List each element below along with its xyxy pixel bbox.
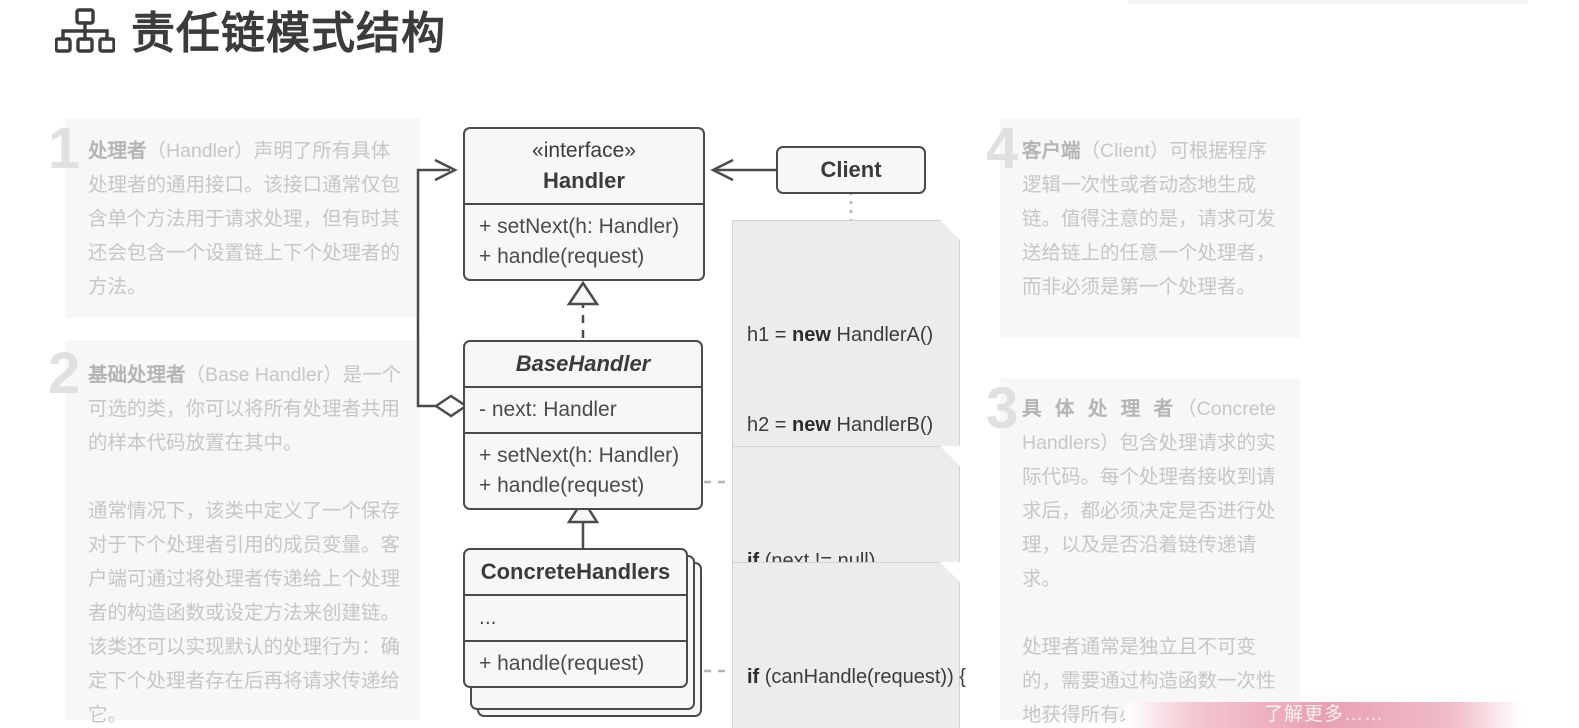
- note-text-1: 处理者（Handler）声明了所有具体处理者的通用接口。该接口通常仅包含单个方法…: [88, 134, 408, 304]
- handler-stereotype: «interface»: [532, 139, 636, 162]
- top-strip-decoration: [1128, 0, 1528, 4]
- note-2-bold: 基础处理者: [88, 364, 186, 386]
- uml-class-client[interactable]: Client: [776, 146, 926, 194]
- uml-class-handler[interactable]: «interface» Handler + setNext(h: Handler…: [463, 127, 705, 281]
- handler-header: «interface» Handler: [465, 129, 703, 203]
- client-header: Client: [778, 148, 924, 192]
- note-1-bold: 处理者: [88, 140, 147, 162]
- note-fold-corner-icon: [940, 220, 960, 240]
- basehandler-name: BaseHandler: [515, 351, 651, 376]
- handler-method-0: + setNext(h: Handler): [479, 215, 680, 238]
- connector-client-to-handler: [710, 158, 776, 182]
- note-panel-4: [1000, 118, 1300, 338]
- note-number-1: 1: [48, 116, 81, 181]
- concretehandlers-name: ConcreteHandlers: [480, 559, 671, 584]
- basehandler-fields: - next: Handler: [465, 386, 701, 432]
- basehandler-method-0: + setNext(h: Handler): [479, 444, 680, 467]
- page-title: 责任链模式结构: [131, 8, 446, 58]
- concretehandlers-methods: + handle(request): [465, 640, 686, 686]
- note-fold-corner-icon: [940, 562, 960, 582]
- connector-realization-base-to-handler: [566, 280, 600, 338]
- note-2-rest: （Base Handler）是一个可选的类，你可以将所有处理者共用的样本代码放置…: [88, 364, 402, 454]
- note-fold-corner-icon: [940, 446, 960, 466]
- note-number-2: 2: [48, 341, 81, 406]
- handler-name: Handler: [543, 168, 625, 193]
- hierarchy-icon: [54, 8, 116, 59]
- note-text-2: 基础处理者（Base Handler）是一个可选的类，你可以将所有处理者共用的样…: [88, 358, 408, 728]
- connector-basehandler-aggregation: [416, 158, 469, 418]
- note-4-bold: 客户端: [1022, 140, 1081, 162]
- concretehandlers-field-0: ...: [479, 606, 497, 629]
- concretehandlers-header: ConcreteHandlers: [465, 550, 686, 594]
- note-4-rest: （Client）可根据程序逻辑一次性或者动态地生成链。值得注意的是，请求可发送给…: [1022, 140, 1276, 298]
- learn-more-banner-text: 了解更多……: [1263, 704, 1384, 725]
- note-number-4: 4: [986, 116, 1019, 181]
- uml-class-concretehandlers[interactable]: ConcreteHandlers ... + handle(request): [463, 548, 688, 688]
- code-note-concretehandlers: if (canHandle(request)) { // ... } else …: [732, 562, 966, 728]
- uml-class-basehandler[interactable]: BaseHandler - next: Handler + setNext(h:…: [463, 340, 703, 510]
- note-panel-1: [65, 118, 420, 318]
- note-2-rest-b: 通常情况下，该类中定义了一个保存对于下个处理者引用的成员变量。客户端可通过将处理…: [88, 500, 401, 726]
- note-3-rest: （Concrete Handlers）包含处理请求的实际代码。每个处理者接收到请…: [1022, 398, 1276, 590]
- concretehandlers-method-0: + handle(request): [479, 652, 645, 675]
- note-text-4: 客户端（Client）可根据程序逻辑一次性或者动态地生成链。值得注意的是，请求可…: [1022, 134, 1282, 304]
- handler-methods: + setNext(h: Handler) + handle(request): [465, 203, 703, 279]
- basehandler-method-1: + handle(request): [479, 474, 645, 497]
- learn-more-banner[interactable]: 了解更多……: [1125, 702, 1523, 728]
- basehandler-methods: + setNext(h: Handler) + handle(request): [465, 432, 701, 508]
- page-title-row: 责任链模式结构: [54, 8, 446, 59]
- note-3-bold: 具 体 处 理 者: [1022, 398, 1178, 420]
- note-number-3: 3: [986, 376, 1019, 441]
- note-text-3: 具 体 处 理 者（Concrete Handlers）包含处理请求的实际代码。…: [1022, 392, 1284, 728]
- concrete-code-line-0: if (canHandle(request)) {: [747, 666, 966, 688]
- client-name: Client: [820, 157, 882, 182]
- client-code-line-1: h2 = new HandlerB(): [747, 414, 934, 436]
- client-code-line-0: h1 = new HandlerA(): [747, 324, 934, 346]
- note-1-rest: （Handler）声明了所有具体处理者的通用接口。该接口通常仅包含单个方法用于请…: [88, 140, 401, 298]
- note-panel-3: [1000, 378, 1300, 720]
- handler-method-1: + handle(request): [479, 245, 645, 268]
- basehandler-field-0: - next: Handler: [479, 398, 617, 421]
- note-panel-2: [65, 340, 420, 720]
- concretehandlers-fields: ...: [465, 594, 686, 640]
- basehandler-header: BaseHandler: [465, 342, 701, 386]
